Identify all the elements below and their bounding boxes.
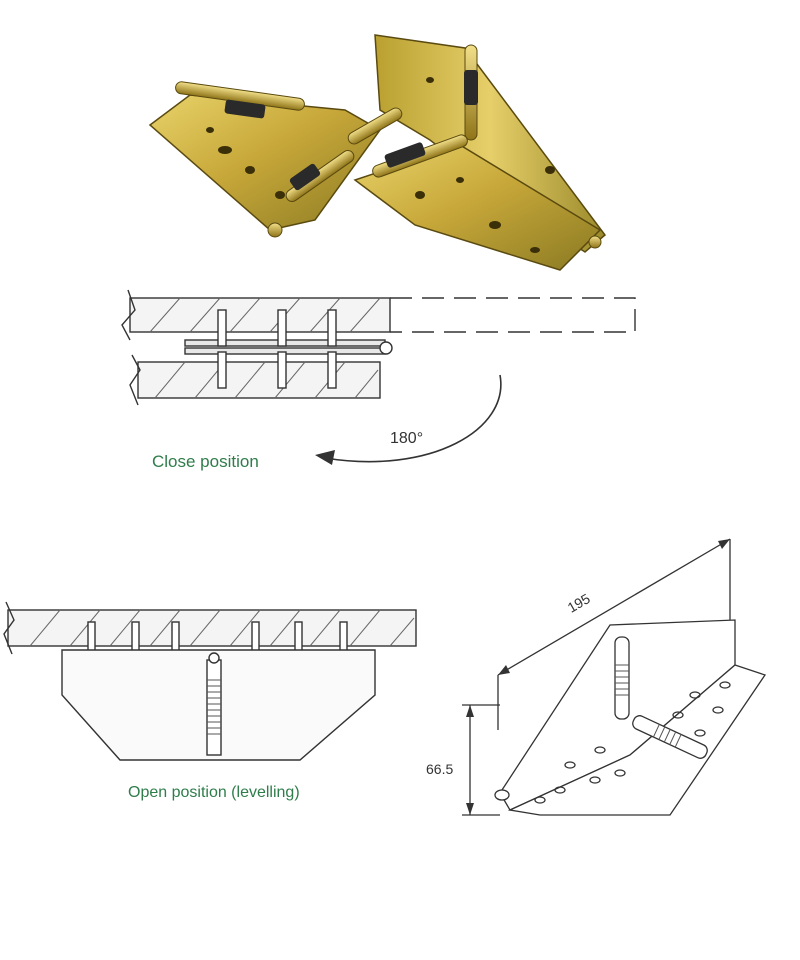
screws: [217, 309, 337, 389]
lower-board: [137, 361, 381, 399]
tabletop-board: [7, 609, 417, 647]
isometric-dimension-drawing: 195 66.5: [420, 525, 800, 835]
plate-holes: [206, 77, 555, 253]
dashed-board-outline: [390, 297, 636, 333]
open-position-label: Open position (levelling): [128, 784, 300, 801]
open-position-diagram: Open position (levelling): [0, 600, 430, 820]
upper-board: [129, 297, 391, 333]
pivot-knuckle: [494, 789, 510, 801]
spring-coils: [207, 679, 221, 735]
vertical-spring: [614, 636, 630, 720]
wood-hatching: [149, 297, 381, 399]
base-plate: [507, 664, 767, 816]
break-line: [121, 289, 141, 406]
close-position-label: Close position: [152, 452, 259, 471]
rotation-arc: [324, 374, 502, 463]
dim-66-label: 66.5: [426, 761, 454, 777]
center-spring: [206, 659, 222, 756]
dim-195-line: [497, 538, 731, 676]
open-position-drawing: [3, 601, 417, 761]
hinge-pivot: [208, 652, 220, 664]
close-position-diagram: 180° Close position: [110, 280, 650, 480]
rotation-angle-label: 180°: [390, 430, 424, 447]
hinge-product-photo: [130, 20, 620, 271]
diagonal-spring: [632, 715, 708, 759]
isometric-drawing: [462, 538, 767, 816]
wood-hatching: [29, 609, 415, 647]
base-plate-holes: [534, 681, 731, 804]
hinge-photo-illustration: [148, 34, 607, 271]
spring-pins: [175, 44, 602, 249]
break-line: [3, 601, 15, 655]
hinge-pivot: [379, 341, 393, 355]
close-position-drawing: [121, 289, 636, 465]
rotation-arrowhead: [315, 450, 335, 465]
